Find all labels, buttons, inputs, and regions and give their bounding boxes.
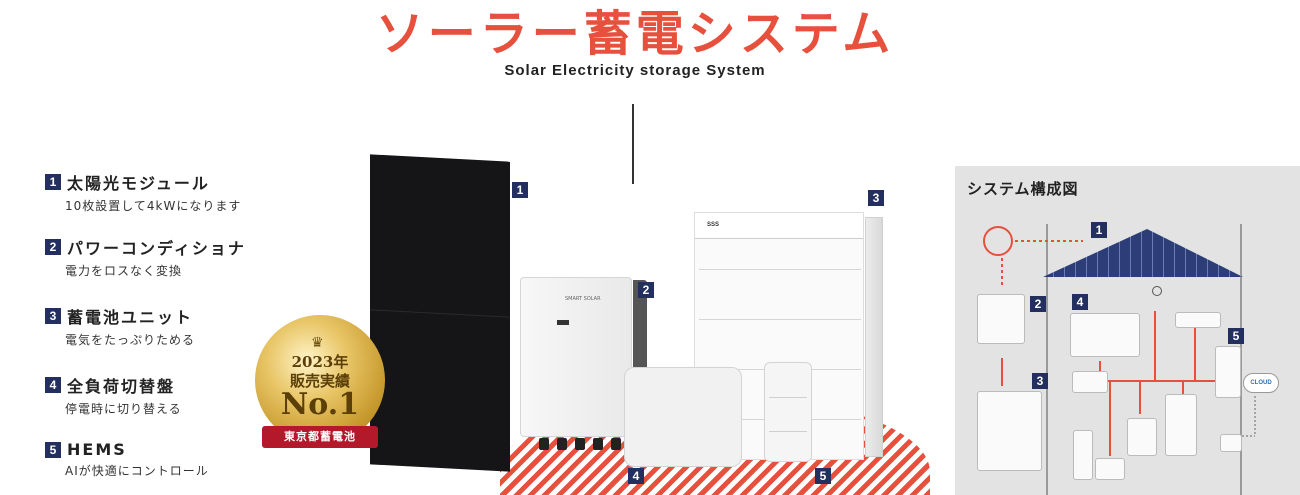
diagram-ecocute-icon	[1095, 458, 1125, 480]
house-outline	[1046, 224, 1242, 495]
diagram-title: システム構成図	[967, 180, 1079, 198]
diagram-washer-icon	[1127, 418, 1157, 456]
diagram-light-icon	[1152, 286, 1162, 296]
battery-label: SSS	[707, 222, 720, 228]
hems-device-image	[764, 362, 812, 462]
diagram-battery-icon	[977, 391, 1042, 471]
badge-rank: No.1	[280, 387, 360, 422]
feature-desc: 電気をたっぷりためる	[65, 333, 196, 347]
diagram-flow-lines	[1001, 240, 1256, 456]
feature-title: 全負荷切替盤	[67, 377, 176, 396]
diagram-fridge-icon	[1165, 394, 1197, 456]
product-tag-3: 3	[868, 190, 884, 206]
feature-number: 3	[45, 308, 61, 324]
diagram-hems-icon	[1215, 346, 1241, 398]
diagram-tag-2: 2	[1030, 296, 1046, 312]
solar-panel-image	[370, 154, 510, 472]
crown-icon: ♛	[311, 335, 324, 351]
product-tag-1: 1	[512, 182, 528, 198]
feature-title: 蓄電池ユニット	[67, 308, 194, 327]
page-title: ソーラー蓄電システム	[375, 6, 895, 62]
feature-title: 太陽光モジュール	[67, 174, 210, 193]
diagram-router-icon	[1220, 434, 1242, 452]
divider-line	[632, 104, 634, 184]
feature-number: 1	[45, 174, 61, 190]
diagram-breaker-icon	[1072, 371, 1108, 393]
feature-number: 4	[45, 377, 61, 393]
diagram-tag-3: 3	[1032, 373, 1048, 389]
battery-unit-image: SSS	[694, 212, 883, 460]
diagram-tank-icon	[1073, 430, 1093, 480]
power-conditioner-image: SMART SOLAR	[520, 277, 647, 450]
feature-item-solar-module: 1 太陽光モジュール 10枚設置して4kWになります	[45, 170, 241, 214]
feature-desc: 10枚設置して4kWになります	[65, 199, 242, 213]
sales-award-badge: ♛ 2023年 販売実績 No.1	[255, 315, 385, 445]
sun-icon	[983, 226, 1013, 256]
diagram-aircon-icon	[1175, 312, 1221, 328]
diagram-tag-5: 5	[1228, 328, 1244, 344]
feature-number: 2	[45, 239, 61, 255]
feature-item-load-panel: 4 全負荷切替盤 停電時に切り替える	[45, 373, 182, 417]
badge-ribbon: 東京都蓄電池	[262, 426, 378, 448]
diagram-inverter-icon	[977, 294, 1025, 344]
system-diagram: システム構成図 CLOUD 1 2 3 4 5	[955, 166, 1300, 495]
feature-number: 5	[45, 441, 61, 458]
feature-title: パワーコンディショナ	[67, 239, 246, 258]
page-subtitle: Solar Electricity storage System	[504, 62, 766, 79]
feature-item-hems: 5 HEMS AIが快適にコントロール	[45, 440, 209, 479]
product-tag-5: 5	[815, 468, 831, 484]
feature-item-battery-unit: 3 蓄電池ユニット 電気をたっぷりためる	[45, 304, 195, 348]
badge-year: 2023年	[291, 353, 349, 371]
diagram-battery-top-icon	[1070, 313, 1140, 357]
product-tag-4: 4	[628, 468, 644, 484]
feature-item-power-conditioner: 2 パワーコンディショナ 電力をロスなく変換	[45, 235, 246, 279]
product-tag-2: 2	[638, 282, 654, 298]
diagram-tag-1: 1	[1091, 222, 1107, 238]
feature-desc: AIが快適にコントロール	[65, 464, 209, 478]
badge-award: 販売実績	[289, 372, 350, 390]
feature-desc: 電力をロスなく変換	[65, 264, 183, 278]
diagram-tag-4: 4	[1072, 294, 1088, 310]
feature-title: HEMS	[67, 440, 127, 459]
load-panel-image	[624, 367, 742, 467]
feature-desc: 停電時に切り替える	[65, 402, 182, 416]
cloud-icon: CLOUD	[1243, 373, 1279, 393]
